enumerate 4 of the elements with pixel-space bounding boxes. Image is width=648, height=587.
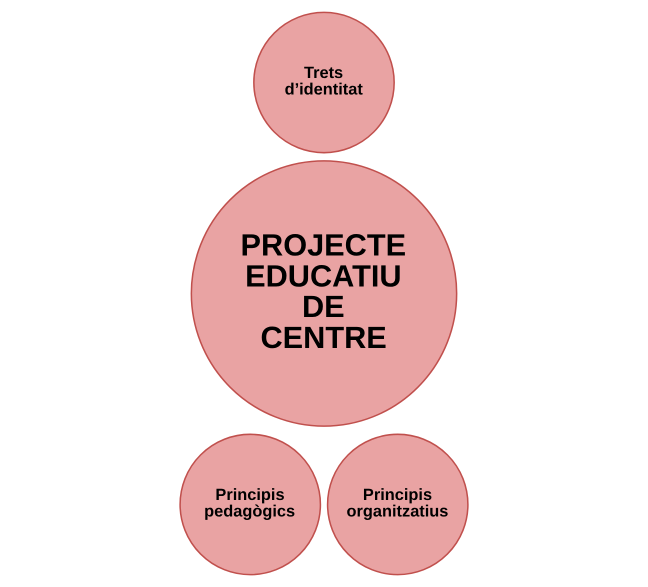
node-circle: Principis organitzatius — [326, 434, 469, 576]
node-circle: PROJECTE EDUCATIU DE CENTRE — [190, 160, 458, 427]
node-circle: Trets d’identitat — [253, 12, 395, 154]
node-circle: Principis pedagògics — [179, 434, 322, 576]
